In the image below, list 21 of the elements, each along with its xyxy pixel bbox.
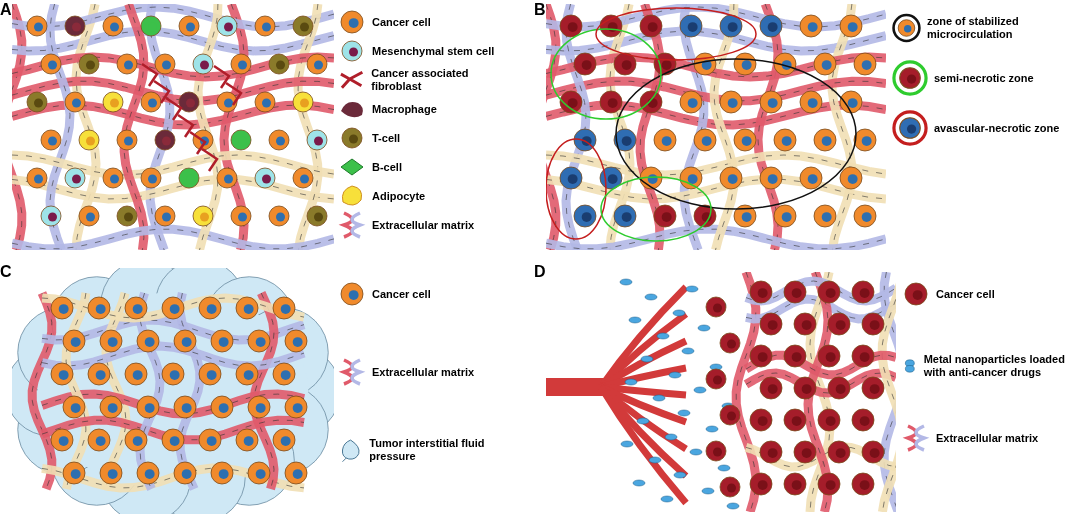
legend-text: Extracellular matrix xyxy=(372,218,475,232)
legend-text: Adipocyte xyxy=(372,189,426,203)
legend-text: Extracellular matrix xyxy=(936,431,1039,445)
legend-text: Cancer associated fibroblast xyxy=(371,67,470,93)
legend-text: Metal nanoparticles loaded with anti-cancer drugs xyxy=(923,353,1066,379)
legend-text: Cancer cell xyxy=(936,287,995,301)
legend-text: T-cell xyxy=(372,131,401,145)
legend-text: Cancer cell xyxy=(372,287,431,301)
panel-letter: A xyxy=(0,1,12,19)
legend-text: Macrophage xyxy=(372,102,437,116)
legend-text: Tumor interstitial fluid pressure xyxy=(369,437,486,463)
legend-text: Extracellular matrix xyxy=(372,365,475,379)
legend-text: B-cell xyxy=(372,160,402,174)
panel-letter: D xyxy=(534,263,546,281)
legend-text: semi-necrotic zone xyxy=(934,71,1034,85)
legend-text: Mesenchymal stem cell xyxy=(372,44,495,58)
legend-text: avascular-necrotic zone xyxy=(934,121,1060,135)
panel-letter: C xyxy=(0,263,12,281)
panel-letter: B xyxy=(534,1,546,19)
legend-text: Cancer cell xyxy=(372,15,431,29)
legend-text: zone of stabilized microcirculation xyxy=(926,15,1020,41)
